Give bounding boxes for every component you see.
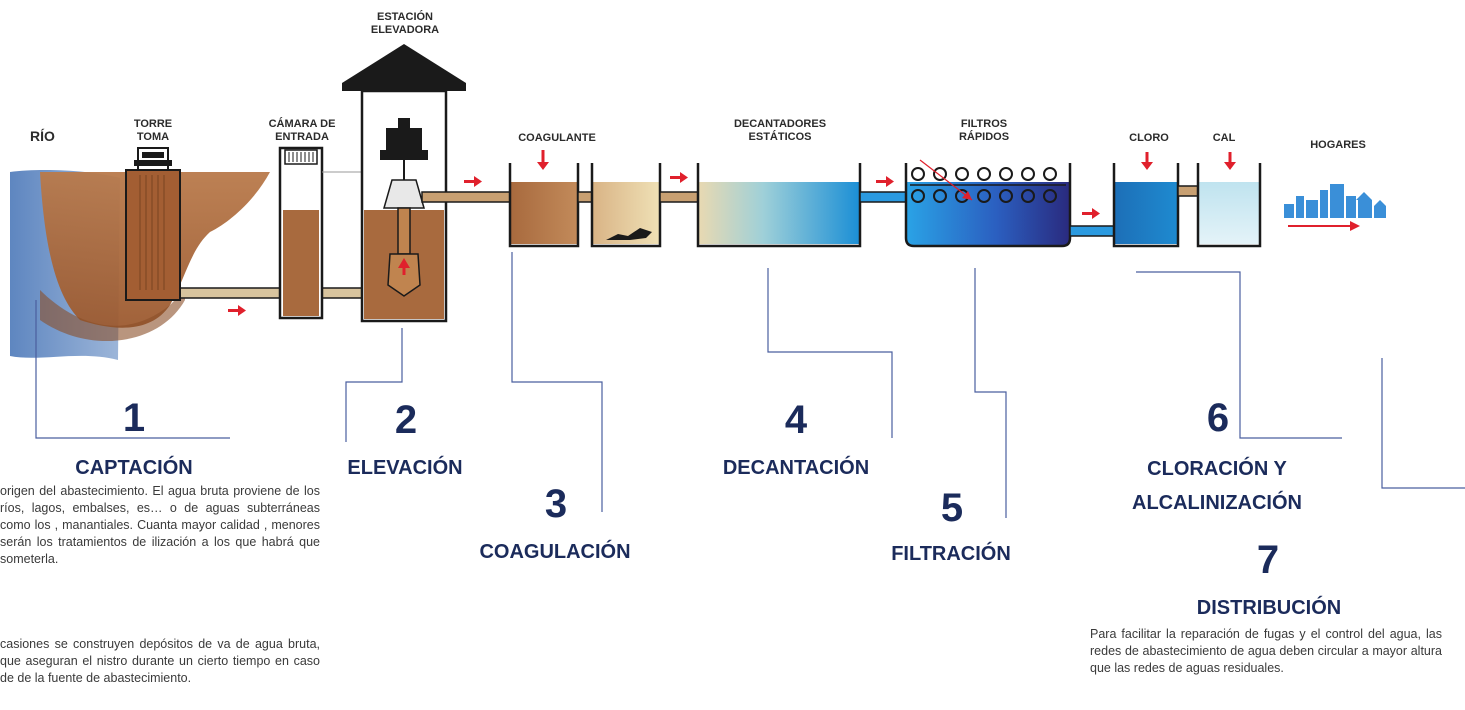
step-1-title: CAPTACIÓN [75,457,193,479]
pump-coag-pipe [421,191,511,203]
filters-label: FILTROS RÁPIDOS [958,118,1010,143]
captacion-description-1: origen del abastecimiento. El agua bruta… [0,484,320,566]
river-bank-bottom [40,290,185,342]
flocculation-tank [590,163,662,248]
red-arrow-icon [228,150,1236,316]
step-3-title: COAGULACIÓN [479,541,631,563]
step-1-number: 1 [122,396,146,440]
rapid-filter-tank [904,159,1072,248]
distribucion-description: Para facilitar la reparación de fugas y … [1090,627,1442,675]
settling-tank [696,163,862,248]
inlet-chamber-label: CÁMARA DE ENTRADA [268,118,336,143]
city-skyline-icon [1284,184,1386,218]
step-2-title: ELEVACIÓN [347,457,463,479]
floc-settle-pipe [659,191,699,203]
homes-flow-arrow [1288,221,1360,231]
filter-chlor-pipe [1069,225,1115,237]
settlers-label: DECANTADORES ESTÁTICOS [733,118,827,143]
pump-station [342,44,466,323]
step-7-number: 7 [1256,538,1280,582]
intake-tower [125,147,181,301]
lime-tank [1196,163,1262,248]
intake-tower-label: TORRE TOMA [133,118,173,143]
homes-label: HOGARES [1310,139,1366,151]
coagulant-label: COAGULANTE [518,132,596,144]
step-5-number: 5 [940,486,964,530]
captacion-description-2: casiones se construyen depósitos de va d… [0,637,320,685]
step-4-number: 4 [784,398,808,442]
chlorine-label: CLORO [1129,132,1169,144]
step-6-number: 6 [1206,396,1230,440]
step-2-number: 2 [394,398,418,442]
settle-filter-pipe [859,191,909,203]
intake-pipe [179,287,281,299]
leader-lines [35,252,1465,518]
step-3-number: 3 [544,482,568,526]
inlet-chamber [278,146,362,320]
step-6-title: CLORACIÓN Y ALCALINIZACIÓN [1132,458,1302,514]
pump-station-label: ESTACIÓN ELEVADORA [370,11,440,36]
step-7-title: DISTRIBUCIÓN [1196,597,1342,619]
chamber-pump-pipe [319,287,363,299]
chlor-lime-pipe [1177,185,1199,197]
step-4-title: DECANTACIÓN [722,457,870,479]
river-label: RÍO [30,128,55,144]
lime-label: CAL [1212,132,1236,144]
coagulation-tank [508,163,580,248]
chlorination-tank [1112,163,1180,248]
step-5-title: FILTRACIÓN [891,543,1011,565]
coag-floc-pipe [577,191,593,203]
